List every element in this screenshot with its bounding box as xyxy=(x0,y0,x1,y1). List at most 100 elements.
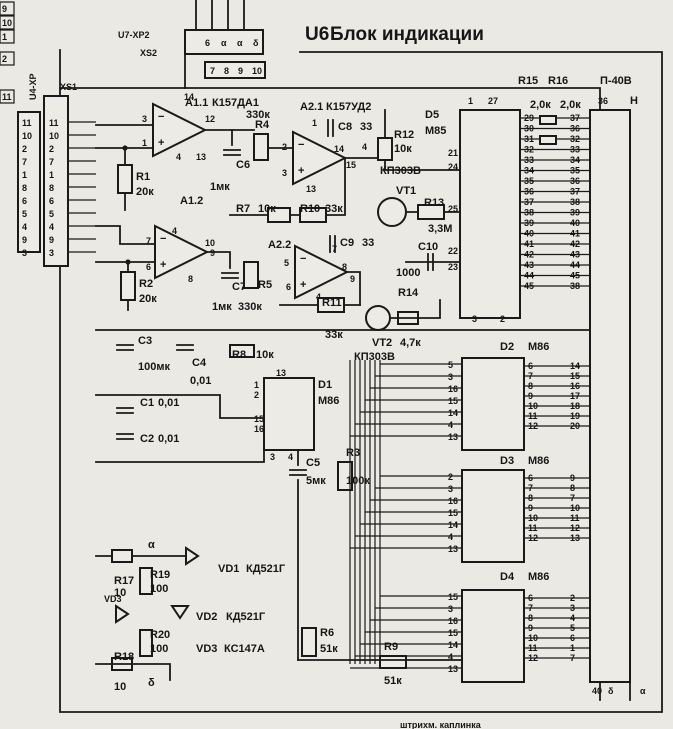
opamp-a2-2-minus-sign: − xyxy=(300,253,306,265)
xp-pin-label: 8 xyxy=(22,183,27,193)
delta-net-label: δ xyxy=(148,677,155,689)
a2-2-out-wire xyxy=(346,271,361,306)
vt2-wire xyxy=(389,299,441,319)
resistor-r3 xyxy=(337,461,353,491)
r17-ref: R17 xyxy=(114,575,134,587)
display-d5-pin: 39 xyxy=(570,208,580,218)
r2-ref: R2 xyxy=(139,278,153,290)
d1-pin: 4 xyxy=(288,452,293,462)
connector-xp2 xyxy=(184,29,264,55)
vd2-type: КД521Г xyxy=(226,611,266,623)
resistor-r11 xyxy=(317,297,345,313)
a2-1-pin: 1 xyxy=(312,118,317,128)
display-d5-pin: 43 xyxy=(570,250,580,260)
edge-terminal xyxy=(0,15,15,30)
a1-2-ref: A1.2 xyxy=(180,195,203,207)
chip-d3-ref: D3 xyxy=(500,455,514,467)
opamp-a2-1-plus-sign: + xyxy=(298,165,304,177)
display-d5-pin: 38 xyxy=(570,197,580,207)
a2-1-type: К157УД2 xyxy=(326,101,371,113)
r10-ref: R10 xyxy=(300,203,320,215)
xs1-pin-label: 3 xyxy=(49,248,54,258)
xs1-pin-label: 6 xyxy=(49,196,54,206)
r9-value: 51к xyxy=(384,675,402,687)
resistor-r9 xyxy=(379,655,407,669)
a1-1-pin: 14 xyxy=(184,92,194,102)
r8-ref: R8 xyxy=(232,349,246,361)
resistor-r2 xyxy=(120,271,136,301)
opamp-a1-1 xyxy=(152,102,208,158)
r5-value: 330к xyxy=(238,301,262,313)
c10-ref: C10 xyxy=(418,241,438,253)
chip-d2 xyxy=(461,357,525,451)
footer-pin: 40 xyxy=(592,686,602,696)
edge-number: 10 xyxy=(2,18,12,28)
connector-xp-label: U4-XP xyxy=(28,73,38,100)
xp2-pin-label: α xyxy=(237,38,243,48)
xp2-pin-label: α xyxy=(221,38,227,48)
d5-top-pin: 1 xyxy=(468,96,473,106)
r7-value: 10к xyxy=(258,203,276,215)
opamp-a1-2 xyxy=(154,224,210,280)
display-d5-pin: 34 xyxy=(570,155,580,165)
d1-pin: 3 xyxy=(270,452,275,462)
vt1-drain-wire xyxy=(384,159,461,171)
c2-ref: C2 xyxy=(140,433,154,445)
display-top-pin: 36 xyxy=(598,96,608,106)
chip-d3-in-pin: 14 xyxy=(448,520,458,530)
xp2-pin-label: δ xyxy=(253,38,259,48)
d1-bottom-wire xyxy=(95,449,265,463)
c1-ref: C1 xyxy=(140,397,154,409)
resistor-r16 xyxy=(539,135,557,145)
xp2-pin-label: 6 xyxy=(205,38,210,48)
diode-vd1 xyxy=(185,546,200,566)
vd1-type: КД521Г xyxy=(246,563,286,575)
a2-2-pin: 5 xyxy=(284,258,289,268)
xs1-pin-label: 10 xyxy=(49,131,59,141)
r20-value: 100 xyxy=(150,643,168,655)
r11-ref: R11 xyxy=(322,297,342,309)
chip-d2-in-pin: 15 xyxy=(448,396,458,406)
chip-d5 xyxy=(459,109,521,319)
connector-xs2-label: XS2 xyxy=(140,48,157,58)
r18-value: 10 xyxy=(114,681,126,693)
opamp-a1-1-minus-sign: − xyxy=(158,111,164,123)
d5-top-pin: 27 xyxy=(488,96,498,106)
a2-1-pin: 14 xyxy=(334,144,344,154)
vd3-type: КС147А xyxy=(224,643,265,655)
chip-d2-in-pin: 4 xyxy=(448,420,453,430)
resistor-r4 xyxy=(253,133,269,161)
a1-2-pin: 7 xyxy=(146,236,151,246)
c3-ref: C3 xyxy=(138,335,152,347)
resistor-r19 xyxy=(139,567,153,595)
opamp-a1-1-plus-sign: + xyxy=(158,137,164,149)
c5-ref: C5 xyxy=(306,457,320,469)
display-d5-pin: 35 xyxy=(570,166,580,176)
d1-pin: 13 xyxy=(276,368,286,378)
a1-2-pin: 8 xyxy=(188,274,193,284)
r19-value: 100 xyxy=(150,583,168,595)
alpha-net-label: α xyxy=(148,539,155,551)
chip-d2-type: М86 xyxy=(528,341,549,353)
d5-in-pin: 3 xyxy=(472,314,477,324)
title-code: U6 xyxy=(305,24,329,45)
r20-ref: R20 xyxy=(150,629,170,641)
c10-value: 1000 xyxy=(396,267,420,279)
edge-terminal xyxy=(0,89,15,104)
d5-ref: D5 xyxy=(425,109,439,121)
resistor-r15 xyxy=(539,115,557,125)
a1-1-ref: A1.1 xyxy=(185,97,208,109)
display-d5-pin: 36 xyxy=(570,124,580,134)
xs2-pin-label: 7 xyxy=(210,66,215,76)
a1-1-type: К157ДА1 xyxy=(212,97,259,109)
xp-pin-label: 5 xyxy=(22,209,27,219)
c6-value: 1мк xyxy=(210,181,230,193)
r12-ref: R12 xyxy=(394,129,414,141)
resistor-r13 xyxy=(417,204,445,220)
r19-ref: R19 xyxy=(150,569,170,581)
chip-d4-in-pin: 14 xyxy=(448,640,458,650)
display-d5-pin: 45 xyxy=(570,271,580,281)
r12-value: 10к xyxy=(394,143,412,155)
chip-d4-in-pin: 15 xyxy=(448,628,458,638)
